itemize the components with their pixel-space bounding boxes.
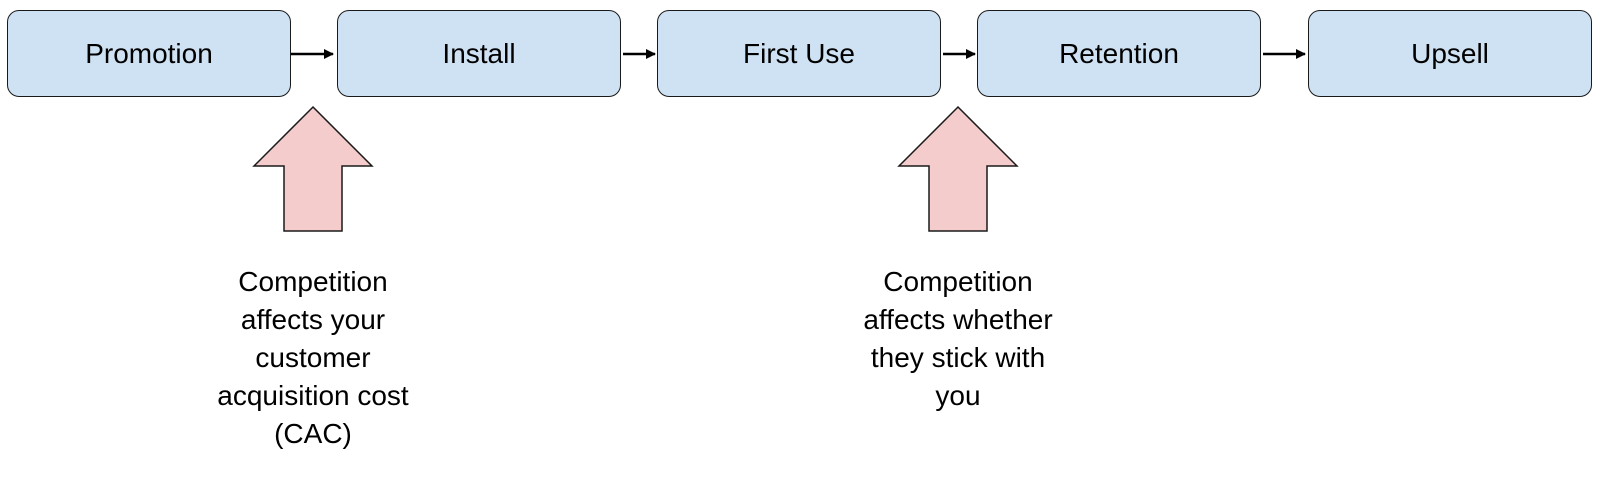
- stage-label: Upsell: [1411, 37, 1489, 69]
- annotation-line: customer: [255, 342, 371, 373]
- annotation-line: Competition: [883, 266, 1033, 297]
- stage-label: Retention: [1059, 37, 1179, 69]
- up-arrow-icon: [252, 105, 374, 232]
- annotation-retention: Competition affects whether they stick w…: [838, 263, 1078, 415]
- stage-upsell: Upsell: [1308, 10, 1592, 97]
- annotation-line: they stick with: [870, 342, 1046, 373]
- up-arrow-icon: [897, 105, 1019, 232]
- stage-install: Install: [337, 10, 621, 97]
- stage-promotion: Promotion: [7, 10, 291, 97]
- annotation-line: acquisition cost: [217, 380, 409, 411]
- stage-label: First Use: [743, 37, 855, 69]
- annotation-line: affects whether: [863, 304, 1053, 335]
- annotation-line: Competition: [238, 266, 388, 297]
- annotation-line: (CAC): [274, 418, 352, 449]
- stage-first-use: First Use: [657, 10, 941, 97]
- stage-label: Install: [442, 37, 516, 69]
- stage-label: Promotion: [85, 37, 213, 69]
- annotation-line: you: [935, 380, 981, 411]
- annotation-cac: Competition affects your customer acquis…: [193, 263, 433, 453]
- annotation-line: affects your: [240, 304, 386, 335]
- stage-retention: Retention: [977, 10, 1261, 97]
